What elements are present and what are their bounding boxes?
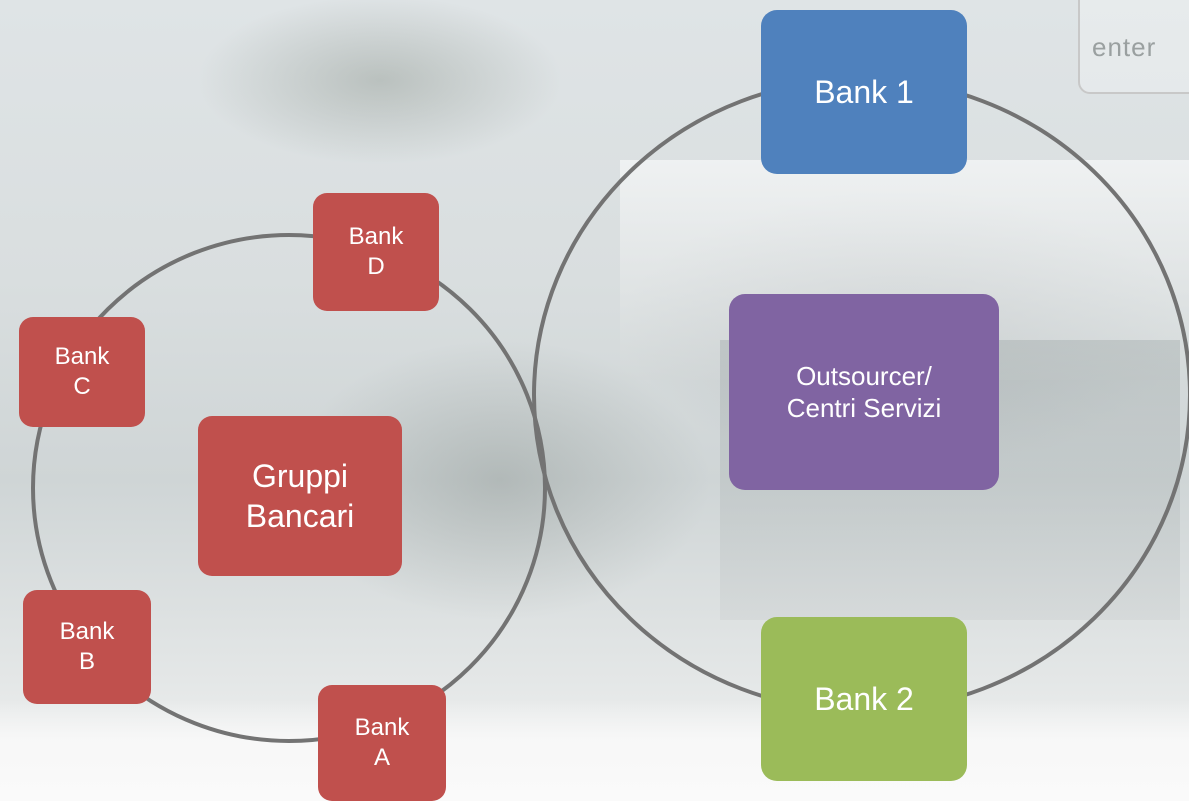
brand-logo: enter bbox=[1078, 0, 1189, 94]
outsourcer-box: Outsourcer/ Centri Servizi bbox=[729, 294, 999, 490]
background-bottom-band bbox=[0, 700, 1189, 801]
bank-a-box: Bank A bbox=[318, 685, 446, 801]
bank-d-box: Bank D bbox=[313, 193, 439, 311]
bank-1-box: Bank 1 bbox=[761, 10, 967, 174]
bank-2-box: Bank 2 bbox=[761, 617, 967, 781]
gruppi-bancari-box: Gruppi Bancari bbox=[198, 416, 402, 576]
bank-c-box: Bank C bbox=[19, 317, 145, 427]
logo-text: enter bbox=[1092, 32, 1157, 62]
gruppi-bancari-circle bbox=[31, 233, 547, 743]
bank-b-box: Bank B bbox=[23, 590, 151, 704]
